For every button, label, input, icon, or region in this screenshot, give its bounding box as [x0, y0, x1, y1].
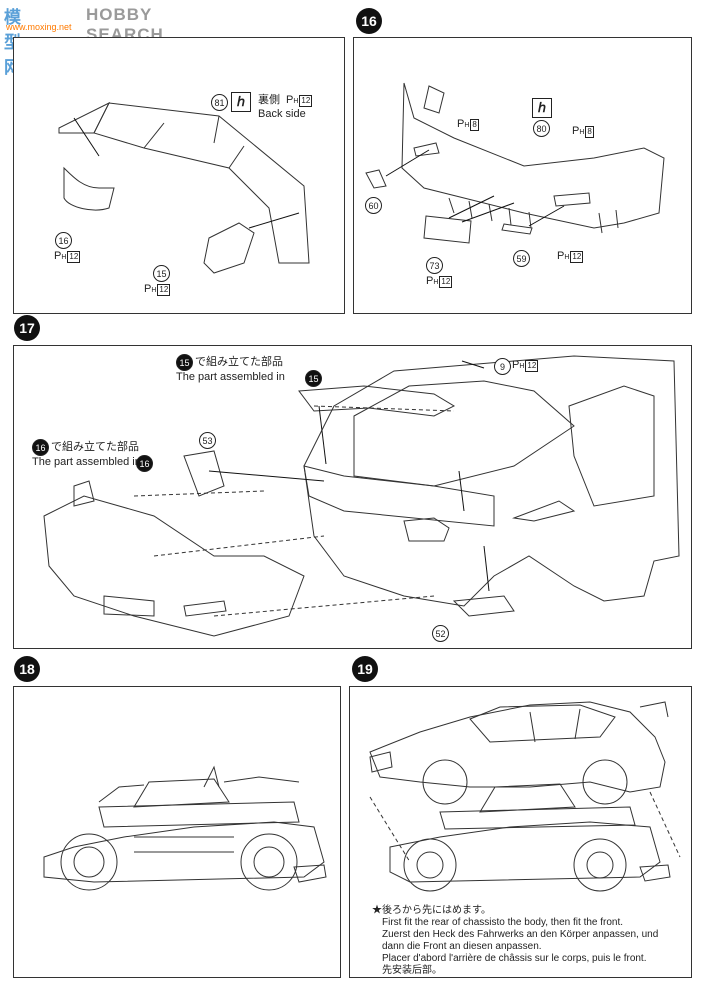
assembled-label-jp: で組み立てた部品: [195, 356, 283, 368]
assembled-label-en: The part assembled in: [176, 371, 285, 383]
paint-icon: ℎ: [532, 98, 552, 118]
instruction-fr: Placer d'abord l'arrière de châssis sur …: [382, 953, 647, 964]
bumper-drawing: [365, 82, 665, 244]
part-80: 80: [533, 120, 550, 137]
panel-step-18: [13, 686, 341, 978]
part-52: 52: [432, 625, 449, 642]
assembled-label-en: The part assembled in: [32, 456, 141, 468]
part-60: 60: [365, 197, 382, 214]
instructions-note: ★後ろから先にはめます。 First fit the rear of chass…: [372, 905, 658, 977]
step-badge-19: 19: [352, 656, 378, 682]
part-53: 53: [199, 432, 216, 449]
instruction-jp: ★後ろから先にはめます。: [372, 905, 491, 916]
panel-step-19: ★後ろから先にはめます。 First fit the rear of chass…: [349, 686, 692, 978]
chassis-drawing: [43, 765, 327, 891]
part-9: 9: [494, 358, 511, 375]
assembled-label-jp: で組み立てた部品: [51, 441, 139, 453]
part-15-ref: 15: [176, 354, 193, 371]
part-16-ref: 16: [32, 439, 49, 456]
step-badge-18: 18: [14, 656, 40, 682]
part-15-ref: 15: [305, 370, 322, 387]
instruction-de-2: dann die Front an diesen anpassen.: [382, 941, 542, 952]
part-15: 15: [153, 265, 170, 282]
instruction-en: First fit the rear of chassisto the body…: [382, 917, 624, 928]
instruction-de-1: Zuerst den Heck des Fahrwerks an den Kör…: [382, 929, 659, 940]
panel-step-17: 15 で組み立てた部品 The part assembled in 15 16 …: [13, 345, 692, 649]
back-side-label: Back side: [258, 108, 306, 120]
part-16-ref: 16: [136, 455, 153, 472]
body-chassis-drawing: [369, 701, 681, 892]
instruction-cn: 先安装后部。: [382, 965, 442, 976]
part-59: 59: [513, 250, 530, 267]
step-badge-17: 17: [14, 315, 40, 341]
car-rear-drawing: [43, 355, 680, 637]
part-16: 16: [55, 232, 72, 249]
watermark-site: www.moxing.net: [6, 22, 72, 32]
back-side-label-jp: 裏側: [258, 94, 280, 106]
part-73: 73: [426, 257, 443, 274]
part-81: 81: [211, 94, 228, 111]
spoiler-drawing: [58, 101, 310, 274]
step-badge-16: 16: [356, 8, 382, 34]
paint-icon: ℎ: [231, 92, 251, 112]
